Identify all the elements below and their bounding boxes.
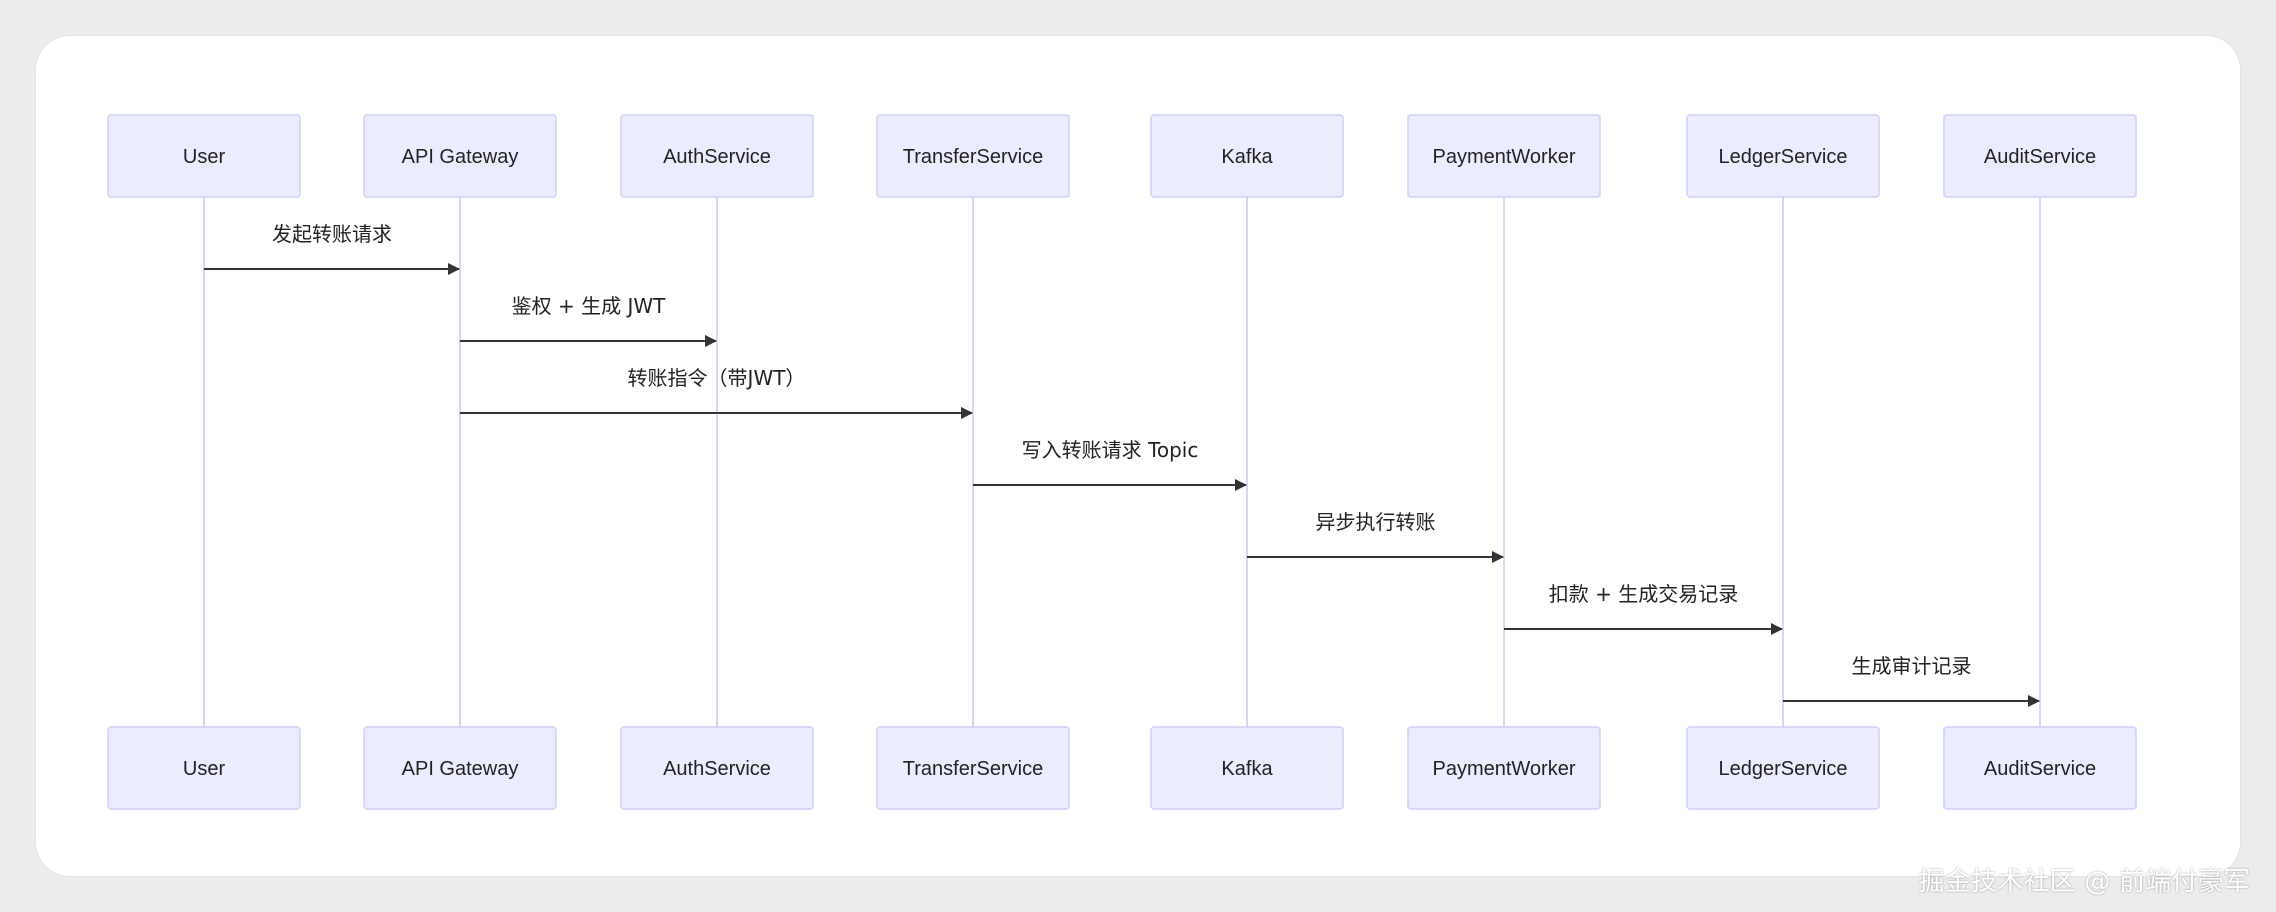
participant-label: AuditService: [1984, 146, 2096, 168]
participant-top-0: User: [107, 114, 301, 198]
participant-box: [620, 114, 814, 198]
participant-box: [1686, 726, 1880, 810]
participant-box: [1686, 114, 1880, 198]
message-label: 生成审计记录: [1852, 654, 1972, 678]
participant-top-5: PaymentWorker: [1407, 114, 1601, 198]
participant-top-2: AuthService: [620, 114, 814, 198]
participant-bottom-0: User: [107, 726, 301, 810]
message-0: 发起转账请求: [204, 222, 460, 275]
watermark: 掘金技术社区 @ 前端付豪军: [1918, 867, 2250, 897]
message-label: 转账指令（带JWT）: [628, 366, 806, 390]
participant-label: PaymentWorker: [1432, 146, 1575, 168]
participant-label: AuthService: [663, 758, 771, 780]
participant-box: [363, 114, 557, 198]
participant-label: LedgerService: [1719, 146, 1848, 168]
participant-label: Kafka: [1221, 146, 1273, 168]
message-label: 发起转账请求: [272, 222, 392, 246]
participant-top-6: LedgerService: [1686, 114, 1880, 198]
message-label: 异步执行转账: [1316, 510, 1436, 534]
participant-box: [1407, 726, 1601, 810]
participant-box: [1943, 726, 2137, 810]
participant-label: Kafka: [1221, 758, 1273, 780]
participant-bottom-5: PaymentWorker: [1407, 726, 1601, 810]
participant-box: [1150, 726, 1344, 810]
message-label: 鉴权 + 生成 JWT: [512, 294, 667, 318]
message-1: 鉴权 + 生成 JWT: [460, 294, 717, 347]
participant-box: [107, 114, 301, 198]
participant-label: AuthService: [663, 146, 771, 168]
participant-box: [876, 726, 1070, 810]
participant-label: API Gateway: [402, 146, 519, 168]
message-5: 扣款 + 生成交易记录: [1504, 582, 1783, 635]
participant-bottom-1: API Gateway: [363, 726, 557, 810]
participant-label: LedgerService: [1719, 758, 1848, 780]
message-2: 转账指令（带JWT）: [460, 366, 973, 419]
participant-bottom-2: AuthService: [620, 726, 814, 810]
message-label: 写入转账请求 Topic: [1022, 438, 1199, 462]
message-3: 写入转账请求 Topic: [973, 438, 1247, 491]
participant-label: User: [183, 146, 226, 168]
participant-box: [363, 726, 557, 810]
participant-box: [1407, 114, 1601, 198]
participant-box: [1943, 114, 2137, 198]
participant-label: TransferService: [903, 758, 1043, 780]
message-4: 异步执行转账: [1247, 510, 1504, 563]
participant-bottom-3: TransferService: [876, 726, 1070, 810]
participant-top-4: Kafka: [1150, 114, 1344, 198]
participant-label: AuditService: [1984, 758, 2096, 780]
participant-bottom-4: Kafka: [1150, 726, 1344, 810]
participant-top-7: AuditService: [1943, 114, 2137, 198]
participant-label: API Gateway: [402, 758, 519, 780]
participant-top-3: TransferService: [876, 114, 1070, 198]
participant-box: [1150, 114, 1344, 198]
message-6: 生成审计记录: [1783, 654, 2040, 707]
participant-bottom-7: AuditService: [1943, 726, 2137, 810]
participant-box: [876, 114, 1070, 198]
participant-label: TransferService: [903, 146, 1043, 168]
message-label: 扣款 + 生成交易记录: [1549, 582, 1738, 606]
participant-box: [107, 726, 301, 810]
participant-bottom-6: LedgerService: [1686, 726, 1880, 810]
participant-box: [620, 726, 814, 810]
participant-label: User: [183, 758, 226, 780]
participant-label: PaymentWorker: [1432, 758, 1575, 780]
participant-top-1: API Gateway: [363, 114, 557, 198]
